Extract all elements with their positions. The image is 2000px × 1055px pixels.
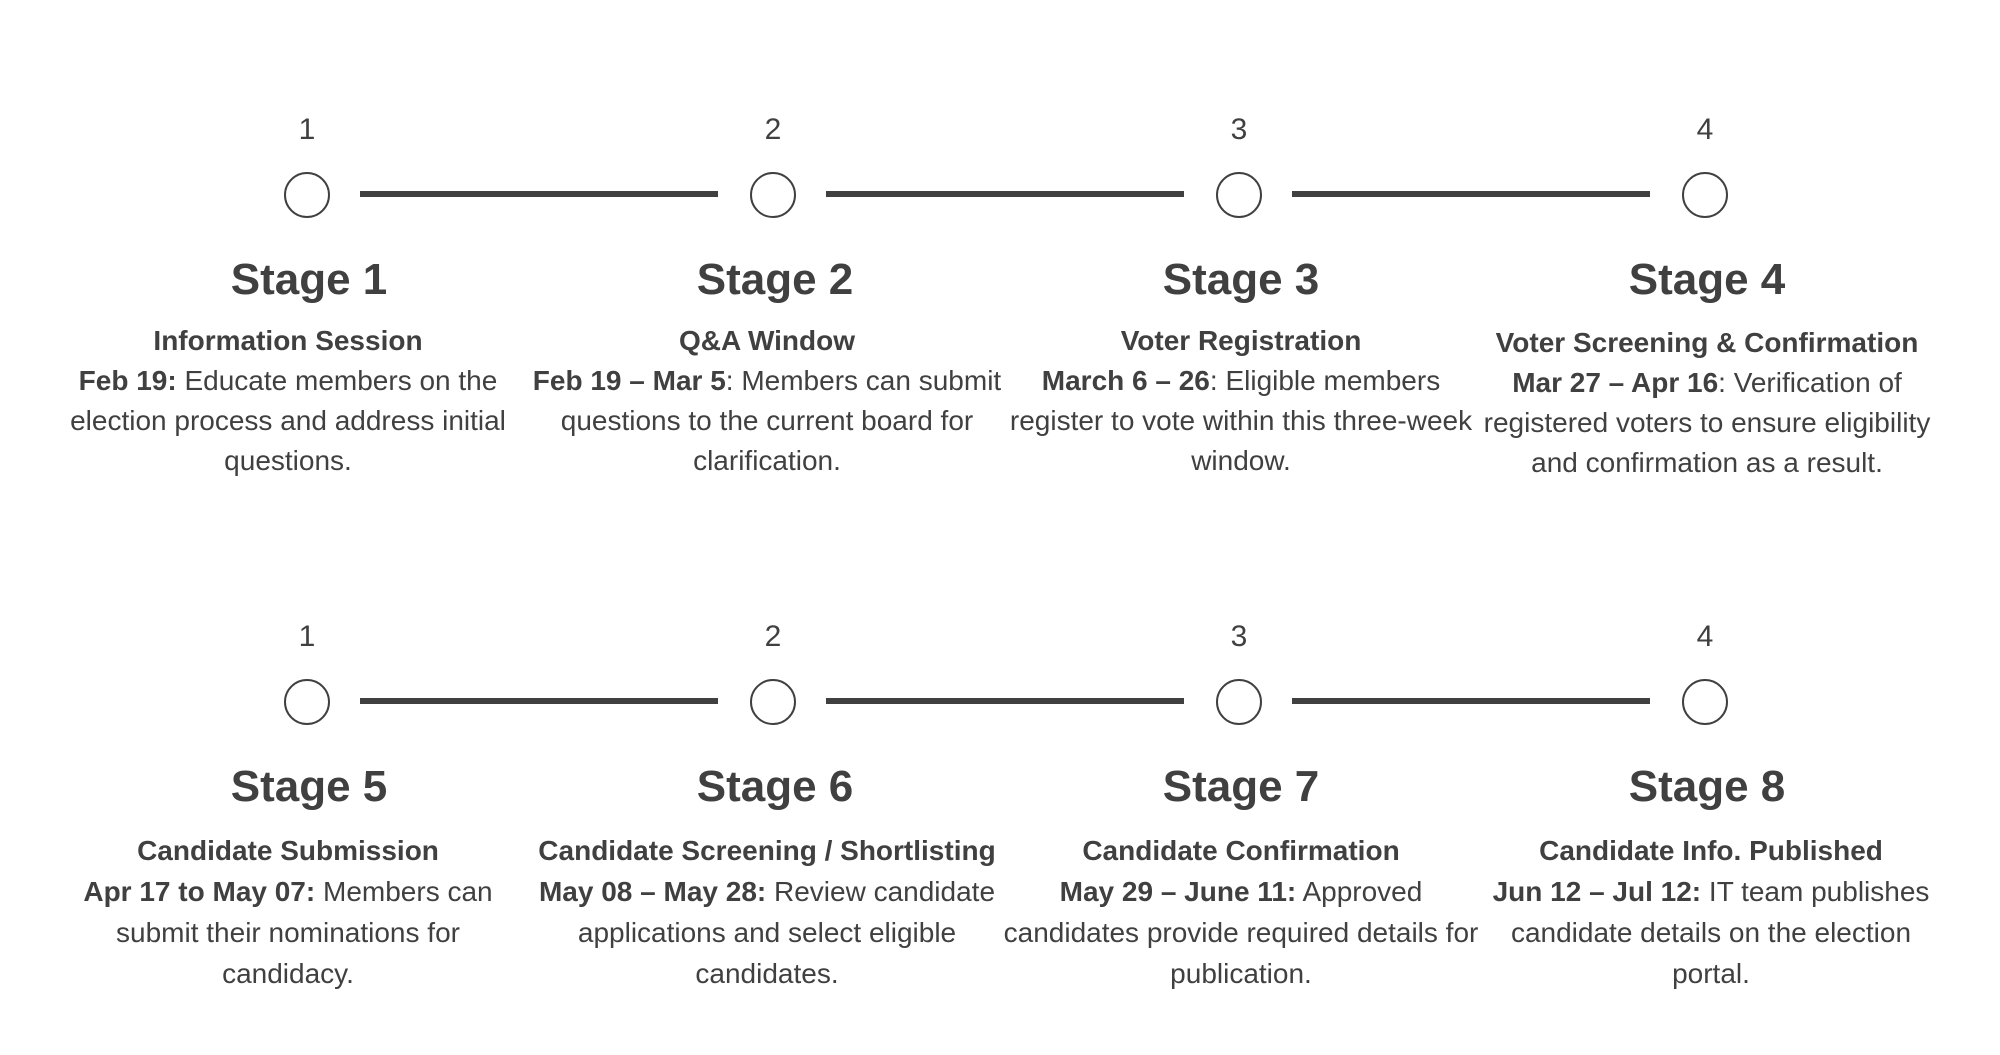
stage-date: March 6 – 26 bbox=[1041, 365, 1210, 396]
stage-title: Stage 6 bbox=[696, 762, 854, 811]
stage-date: Mar 27 – Apr 16 bbox=[1512, 367, 1719, 398]
stage-description: Voter Registration March 6 – 26: Eligibl… bbox=[1001, 321, 1481, 481]
stage-description: Candidate Submission Apr 17 to May 07: M… bbox=[48, 830, 528, 994]
step-number: 1 bbox=[298, 620, 316, 653]
stage-subtitle: Voter Screening & Confirmation bbox=[1495, 327, 1919, 358]
step-number: 4 bbox=[1696, 620, 1714, 653]
step-circle bbox=[284, 679, 330, 725]
stage-text: : Eligible members register to vote with… bbox=[1009, 365, 1473, 476]
step-number: 4 bbox=[1696, 113, 1714, 146]
step-number: 1 bbox=[298, 113, 316, 146]
stage-subtitle: Candidate Confirmation bbox=[1082, 835, 1400, 866]
stage-subtitle: Information Session bbox=[153, 325, 423, 356]
stage-text: Members can submit their nominations for… bbox=[116, 876, 493, 989]
step-circle bbox=[1216, 679, 1262, 725]
stage-subtitle: Candidate Info. Published bbox=[1539, 835, 1883, 866]
stage-date: May 29 – June 11: bbox=[1059, 876, 1297, 907]
step-circle bbox=[750, 679, 796, 725]
stage-date: Feb 19: bbox=[78, 365, 177, 396]
step-number: 2 bbox=[764, 113, 782, 146]
stage-text: : Verification of registered voters to e… bbox=[1483, 367, 1931, 478]
stage-text: Approved candidates provide required det… bbox=[1003, 876, 1479, 989]
connector-line bbox=[1292, 191, 1650, 197]
stage-title: Stage 1 bbox=[230, 255, 388, 304]
stage-title: Stage 7 bbox=[1162, 762, 1320, 811]
stage-date: Feb 19 – Mar 5 bbox=[532, 365, 726, 396]
step-number: 3 bbox=[1230, 620, 1248, 653]
connector-line bbox=[360, 191, 718, 197]
stage-subtitle: Candidate Submission bbox=[137, 835, 439, 866]
stage-title: Stage 3 bbox=[1162, 255, 1320, 304]
stage-description: Candidate Info. Published Jun 12 – Jul 1… bbox=[1471, 830, 1951, 994]
stage-description: Candidate Screening / Shortlisting May 0… bbox=[517, 830, 1017, 994]
step-circle bbox=[1216, 172, 1262, 218]
stage-date: Jun 12 – Jul 12: bbox=[1492, 876, 1702, 907]
stage-text: IT team publishes candidate details on t… bbox=[1510, 876, 1930, 989]
step-circle bbox=[1682, 172, 1728, 218]
stage-text: Review candidate applications and select… bbox=[577, 876, 996, 989]
stage-description: Q&A Window Feb 19 – Mar 5: Members can s… bbox=[527, 321, 1007, 481]
stage-title: Stage 8 bbox=[1628, 762, 1786, 811]
stage-subtitle: Q&A Window bbox=[678, 325, 855, 356]
connector-line bbox=[826, 698, 1184, 704]
stage-title: Stage 4 bbox=[1628, 255, 1786, 304]
stage-subtitle: Candidate Screening / Shortlisting bbox=[538, 835, 996, 866]
step-circle bbox=[284, 172, 330, 218]
step-circle bbox=[750, 172, 796, 218]
stage-description: Candidate Confirmation May 29 – June 11:… bbox=[1001, 830, 1481, 994]
stage-date: Apr 17 to May 07: bbox=[83, 876, 316, 907]
stage-text: Educate members on the election process … bbox=[70, 365, 506, 476]
step-circle bbox=[1682, 679, 1728, 725]
stage-subtitle: Voter Registration bbox=[1120, 325, 1362, 356]
stage-title: Stage 5 bbox=[230, 762, 388, 811]
stage-date: May 08 – May 28: bbox=[538, 876, 767, 907]
step-number: 3 bbox=[1230, 113, 1248, 146]
stage-text: : Members can submit questions to the cu… bbox=[560, 365, 1002, 476]
connector-line bbox=[826, 191, 1184, 197]
stage-description: Information Session Feb 19: Educate memb… bbox=[48, 321, 528, 481]
stage-description: Voter Screening & Confirmation Mar 27 – … bbox=[1466, 323, 1948, 483]
connector-line bbox=[360, 698, 718, 704]
connector-line bbox=[1292, 698, 1650, 704]
stage-title: Stage 2 bbox=[696, 255, 854, 304]
step-number: 2 bbox=[764, 620, 782, 653]
